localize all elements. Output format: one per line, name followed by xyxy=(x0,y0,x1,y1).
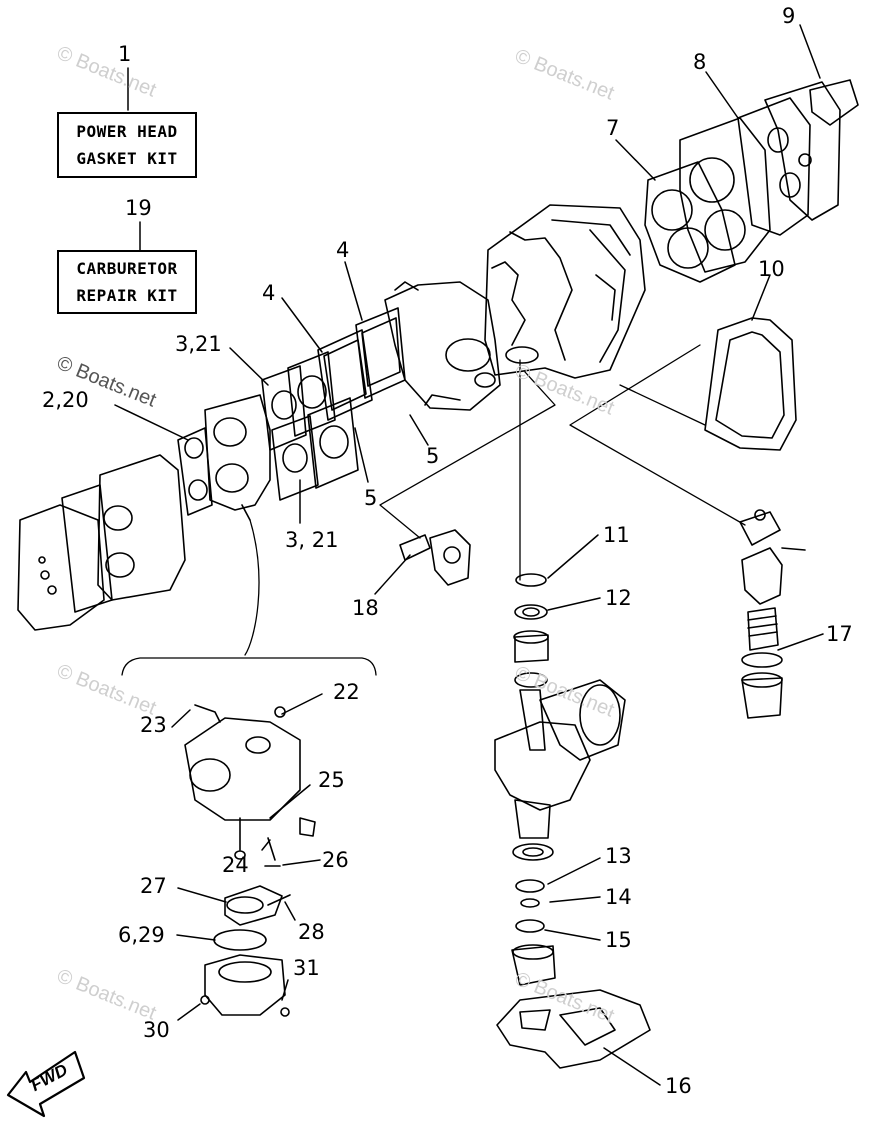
callout-30[interactable]: 30 xyxy=(143,1018,170,1042)
callout-26[interactable]: 26 xyxy=(322,848,349,872)
exhaust-gasket xyxy=(704,317,797,451)
callout-4a[interactable]: 4 xyxy=(336,238,350,262)
callout-12[interactable]: 12 xyxy=(605,586,632,610)
callout-24[interactable]: 24 xyxy=(222,853,249,877)
assembly-guide-lines xyxy=(121,344,746,676)
callout-7[interactable]: 7 xyxy=(606,116,620,140)
callout-17[interactable]: 17 xyxy=(826,622,853,646)
callout-28[interactable]: 28 xyxy=(298,920,325,944)
carburetor-detail xyxy=(184,704,316,1017)
callout-16[interactable]: 16 xyxy=(665,1074,692,1098)
callout-18[interactable]: 18 xyxy=(352,596,379,620)
callout-5a[interactable]: 5 xyxy=(426,444,440,468)
intake-silencer xyxy=(17,454,186,631)
callout-27[interactable]: 27 xyxy=(140,874,167,898)
callout-13[interactable]: 13 xyxy=(605,844,632,868)
callout-31[interactable]: 31 xyxy=(293,956,320,980)
cylinder-block xyxy=(484,204,646,379)
callout-5b[interactable]: 5 xyxy=(364,486,378,510)
kit-label-line2: GASKET KIT xyxy=(76,149,178,168)
callout-22[interactable]: 22 xyxy=(333,680,360,704)
callout-6-29[interactable]: 6,29 xyxy=(118,923,165,947)
callout-23[interactable]: 23 xyxy=(140,713,167,737)
callout-3-21-bottom[interactable]: 3, 21 xyxy=(285,528,339,552)
callout-19[interactable]: 19 xyxy=(125,196,152,220)
callout-15[interactable]: 15 xyxy=(605,928,632,952)
power-head-gasket-kit-box[interactable]: POWER HEAD GASKET KIT xyxy=(57,112,197,178)
callout-8[interactable]: 8 xyxy=(693,50,707,74)
callout-2-20[interactable]: 2,20 xyxy=(42,388,89,412)
callout-9[interactable]: 9 xyxy=(782,4,796,28)
callout-3-21-top[interactable]: 3,21 xyxy=(175,332,222,356)
intake-manifold xyxy=(384,281,501,411)
carburetor xyxy=(177,394,271,521)
fuel-filter-group xyxy=(399,509,806,719)
callout-1[interactable]: 1 xyxy=(118,42,132,66)
cylinder-head-group xyxy=(644,79,859,283)
kit-label-line1: CARBURETOR xyxy=(76,259,178,278)
kit-label-line2: REPAIR KIT xyxy=(76,286,178,305)
callout-10[interactable]: 10 xyxy=(758,257,785,281)
callout-25[interactable]: 25 xyxy=(318,768,345,792)
fwd-arrow-icon xyxy=(6,1050,86,1118)
carburetor-repair-kit-box[interactable]: CARBURETOR REPAIR KIT xyxy=(57,250,197,314)
callout-11[interactable]: 11 xyxy=(603,523,630,547)
base-gasket xyxy=(496,989,651,1069)
kit-label-line1: POWER HEAD xyxy=(76,122,178,141)
leader-lines xyxy=(114,24,824,1086)
reed-valve-gaskets xyxy=(261,307,406,501)
crankshaft-assembly xyxy=(494,573,626,986)
callout-14[interactable]: 14 xyxy=(605,885,632,909)
callout-4b[interactable]: 4 xyxy=(262,281,276,305)
